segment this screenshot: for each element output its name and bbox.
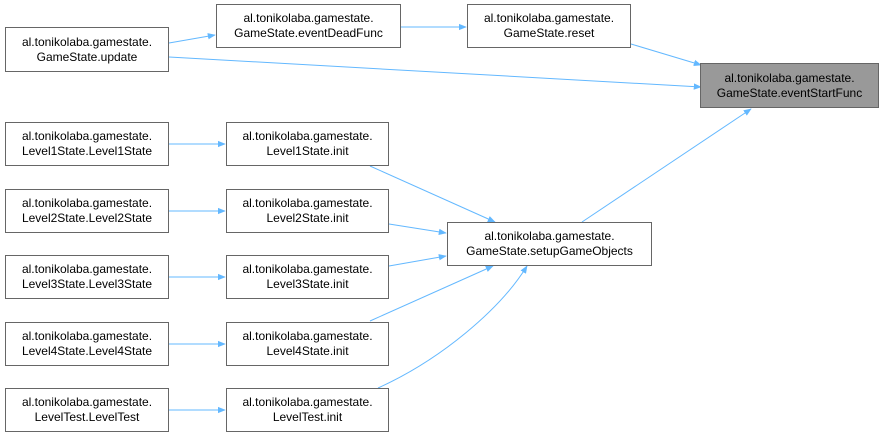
- node-level3ctor-line2: Level3State.Level3State: [21, 277, 153, 291]
- edge-update-to-eventdeadfunc: [168, 33, 216, 44]
- edge-leveltestinit-to-setupgameobjects: [377, 265, 528, 389]
- node-level3init-line1: al.tonikolaba.gamestate.: [242, 262, 373, 276]
- node-level2ctor-line2: Level2State.Level2State: [21, 211, 153, 225]
- node-leveltestinit[interactable]: al.tonikolaba.gamestate. LevelTest.init: [226, 388, 389, 432]
- node-level1ctor[interactable]: al.tonikolaba.gamestate. Level1State.Lev…: [5, 122, 169, 166]
- node-leveltestinit-line2: LevelTest.init: [272, 410, 343, 424]
- node-level4init[interactable]: al.tonikolaba.gamestate. Level4State.ini…: [226, 322, 389, 366]
- node-eventstartfunc: al.tonikolaba.gamestate. GameState.event…: [700, 63, 879, 108]
- node-eventdeadfunc[interactable]: al.tonikolaba.gamestate. GameState.event…: [216, 4, 401, 48]
- node-leveltestctor-line2: LevelTest.LevelTest: [34, 410, 140, 424]
- node-eventdeadfunc-line2: GameState.eventDeadFunc: [234, 26, 383, 40]
- node-level2init[interactable]: al.tonikolaba.gamestate. Level2State.ini…: [226, 189, 389, 233]
- node-level4init-line1: al.tonikolaba.gamestate.: [242, 329, 373, 343]
- edge-level1init-to-setupgameobjects: [369, 165, 496, 223]
- node-eventstartfunc-line2: GameState.eventStartFunc: [716, 85, 863, 100]
- edge-level3init-to-setupgameobjects: [388, 254, 447, 267]
- node-leveltestctor[interactable]: al.tonikolaba.gamestate. LevelTest.Level…: [5, 388, 169, 432]
- node-reset-line1: al.tonikolaba.gamestate.: [483, 11, 615, 25]
- node-level1init[interactable]: al.tonikolaba.gamestate. Level1State.ini…: [226, 122, 389, 166]
- edge-setupgameobjects-to-eventstartfunc: [581, 108, 752, 223]
- node-level3init[interactable]: al.tonikolaba.gamestate. Level3State.ini…: [226, 255, 389, 299]
- node-setupgameobjects-line2: GameState.setupGameObjects: [466, 244, 633, 258]
- node-level2ctor-line1: al.tonikolaba.gamestate.: [21, 196, 153, 210]
- node-update[interactable]: al.tonikolaba.gamestate. GameState.updat…: [5, 27, 169, 72]
- node-update-line2: GameState.update: [36, 49, 138, 64]
- edge-reset-to-eventstartfunc: [630, 43, 702, 66]
- node-level4ctor[interactable]: al.tonikolaba.gamestate. Level4State.Lev…: [5, 322, 169, 366]
- edge-update-to-eventstartfunc: [168, 56, 702, 90]
- node-reset-line2: GameState.reset: [503, 26, 595, 40]
- node-level4ctor-line2: Level4State.Level4State: [21, 344, 153, 358]
- node-leveltestctor-line1: al.tonikolaba.gamestate.: [21, 395, 153, 409]
- node-level3init-line2: Level3State.init: [266, 277, 349, 291]
- node-level2init-line1: al.tonikolaba.gamestate.: [242, 196, 373, 210]
- node-level1ctor-line2: Level1State.Level1State: [21, 144, 153, 158]
- node-setupgameobjects-line1: al.tonikolaba.gamestate.: [484, 229, 615, 243]
- node-eventdeadfunc-line1: al.tonikolaba.gamestate.: [243, 11, 374, 25]
- node-level3ctor-line1: al.tonikolaba.gamestate.: [21, 262, 153, 276]
- node-leveltestinit-line1: al.tonikolaba.gamestate.: [242, 395, 373, 409]
- node-level4ctor-line1: al.tonikolaba.gamestate.: [21, 329, 153, 343]
- node-setupgameobjects[interactable]: al.tonikolaba.gamestate. GameState.setup…: [447, 222, 652, 266]
- node-level1ctor-line1: al.tonikolaba.gamestate.: [21, 129, 153, 143]
- node-reset[interactable]: al.tonikolaba.gamestate. GameState.reset: [467, 4, 631, 48]
- node-level3ctor[interactable]: al.tonikolaba.gamestate. Level3State.Lev…: [5, 255, 169, 299]
- node-level1init-line2: Level1State.init: [266, 144, 349, 158]
- edge-level4init-to-setupgameobjects: [369, 265, 494, 322]
- node-update-line1: al.tonikolaba.gamestate.: [21, 34, 153, 49]
- node-level2init-line2: Level2State.init: [266, 211, 349, 225]
- node-level2ctor[interactable]: al.tonikolaba.gamestate. Level2State.Lev…: [5, 189, 169, 233]
- edge-level2init-to-setupgameobjects: [388, 223, 447, 236]
- node-eventstartfunc-line1: al.tonikolaba.gamestate.: [724, 70, 855, 85]
- node-level4init-line2: Level4State.init: [266, 344, 349, 358]
- node-level1init-line1: al.tonikolaba.gamestate.: [242, 129, 373, 143]
